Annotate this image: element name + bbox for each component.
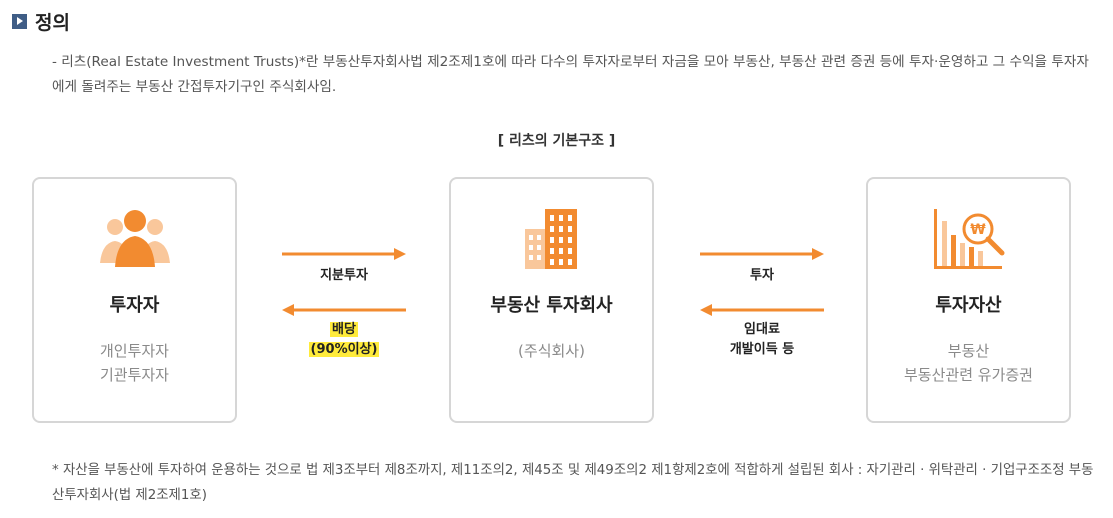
right-arrow-icon bbox=[700, 248, 824, 260]
asset-real-estate: 부동산 bbox=[947, 342, 990, 360]
asset-name: 투자자산 bbox=[935, 295, 1002, 316]
left-arrow-icon bbox=[700, 304, 824, 316]
return-label-line1: 임대료 bbox=[744, 322, 780, 337]
building-icon bbox=[524, 209, 577, 269]
people-icon bbox=[99, 210, 170, 267]
dividend-label: 배당 (90%이상) bbox=[282, 320, 406, 360]
asset-securities: 부동산관련 유가증권 bbox=[904, 366, 1033, 384]
investor-individual: 개인투자자 bbox=[99, 342, 169, 360]
asset-box: ₩ 투자자산 부동산 부동산관련 유가증권 bbox=[866, 177, 1071, 423]
investor-box: 투자자 개인투자자 기관투자자 bbox=[32, 177, 237, 423]
return-label-line2: 개발이득 등 bbox=[729, 342, 795, 357]
investor-name: 투자자 bbox=[109, 295, 160, 316]
right-arrow-icon bbox=[282, 248, 406, 260]
company-name: 부동산 투자회사 bbox=[490, 295, 613, 316]
section-title: 정의 bbox=[35, 12, 70, 34]
definition-text: - 리츠(Real Estate Investment Trusts)*란 부동… bbox=[52, 54, 1089, 95]
footnote: * 자산을 부동산에 투자하여 운용하는 것으로 법 제3조부터 제8조까지, … bbox=[52, 463, 1094, 503]
return-label: 임대료 개발이득 등 bbox=[700, 320, 824, 360]
chart-magnifier-icon: ₩ bbox=[933, 209, 1004, 269]
dividend-label-line2: (90%이상) bbox=[308, 342, 380, 357]
play-square-icon bbox=[12, 14, 27, 29]
company-box: 부동산 투자회사 (주식회사) bbox=[449, 177, 654, 423]
dividend-label-line1: 배당 bbox=[330, 322, 358, 337]
left-arrow-icon bbox=[282, 304, 406, 316]
investor-institutional: 기관투자자 bbox=[99, 366, 169, 384]
equity-investment-label: 지분투자 bbox=[320, 268, 368, 283]
investment-label: 투자 bbox=[750, 268, 774, 283]
section-heading: 정의 bbox=[12, 8, 70, 35]
svg-text:₩: ₩ bbox=[970, 222, 986, 238]
diagram-title: [ 리츠의 기본구조 ] bbox=[497, 133, 616, 149]
company-type: (주식회사) bbox=[518, 342, 585, 360]
